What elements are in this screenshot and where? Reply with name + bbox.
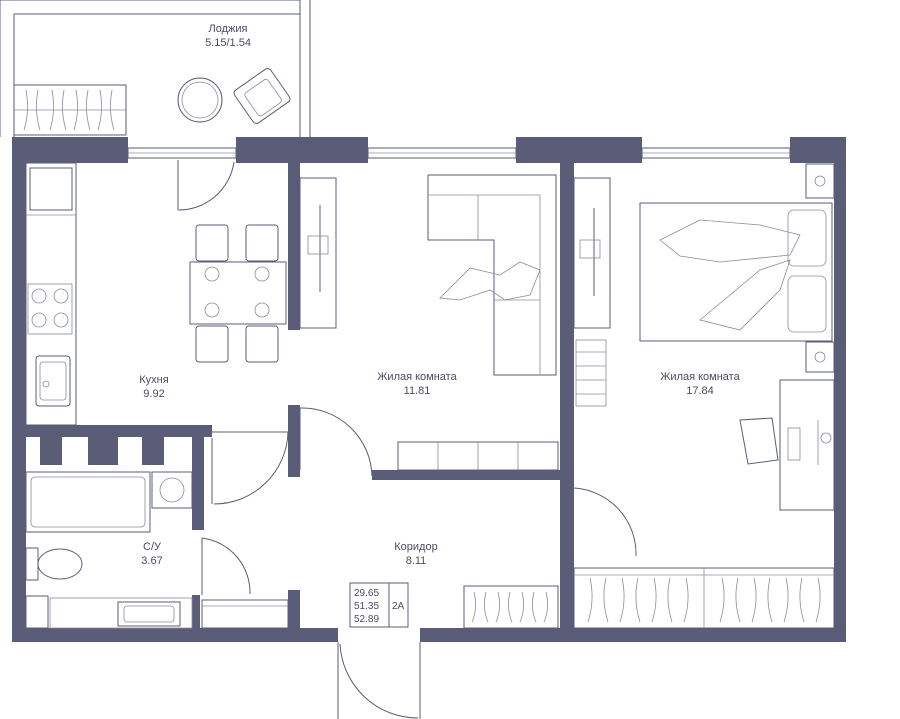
room-area: 5.15/1.54 [205, 37, 251, 49]
washbasin [117, 601, 181, 627]
loggia [0, 0, 311, 137]
total-area-with-loggia-value: 52.89 [354, 614, 379, 625]
tv-console [299, 177, 337, 329]
room-name: Кухня [139, 374, 168, 386]
corridor-furniture [201, 585, 559, 629]
room-label-loggia: Лоджия 5.15/1.54 [205, 23, 251, 49]
corner-sofa [427, 174, 557, 376]
corridor-wardrobe [463, 585, 559, 629]
person-sketch [439, 261, 541, 301]
toilet [25, 547, 83, 581]
room-label-kitchen: Кухня 9.92 [139, 374, 168, 400]
walls [12, 137, 846, 642]
desk [739, 379, 835, 511]
apartment-type: 2А [392, 601, 405, 612]
doors [177, 160, 637, 719]
room-area: 8.11 [406, 555, 427, 567]
room1-furniture [299, 174, 559, 471]
room-name: Жилая комната [660, 371, 740, 383]
fridge [29, 167, 73, 211]
room-area: 17.84 [686, 385, 714, 397]
room-area: 9.92 [143, 388, 164, 400]
room-name: Жилая комната [377, 371, 457, 383]
double-bed [639, 202, 833, 342]
room2-furniture [573, 163, 835, 629]
loggia-round-table [177, 77, 223, 123]
room-name: Лоджия [209, 23, 248, 35]
washing-machine [151, 471, 193, 509]
total-area-value: 51.35 [354, 601, 379, 612]
area-summary: 29.65 51.35 52.89 2А [349, 582, 409, 628]
kitchen-furniture [25, 162, 287, 426]
nightstand-bottom [805, 341, 835, 373]
kitchen-sink [35, 355, 71, 407]
room-area: 11.81 [404, 385, 431, 397]
tv-console-2 [573, 177, 611, 329]
room-label-living-room-2: Жилая комната 17.84 [660, 371, 740, 397]
bathtub [25, 471, 151, 533]
hall-bench [201, 599, 289, 629]
room-label-bathroom: С/У 3.67 [141, 541, 162, 567]
loggia-armchair [233, 68, 291, 124]
shelf [575, 339, 607, 407]
room-name: С/У [143, 541, 162, 553]
loggia-hangers [23, 89, 115, 131]
hob [27, 283, 73, 335]
room-area: 3.67 [141, 555, 162, 567]
bathroom-fixtures [25, 471, 193, 629]
windows [127, 147, 791, 159]
room-name: Коридор [394, 541, 437, 553]
room-label-corridor: Коридор 8.11 [394, 541, 437, 567]
bench [397, 441, 559, 471]
room2-wardrobe [573, 567, 835, 629]
living-area-value: 29.65 [354, 588, 379, 599]
nightstand-top [805, 163, 835, 199]
room-label-living-room-1: Жилая комната 11.81 [377, 371, 457, 397]
dining-table [189, 224, 287, 363]
shaft [25, 595, 49, 629]
